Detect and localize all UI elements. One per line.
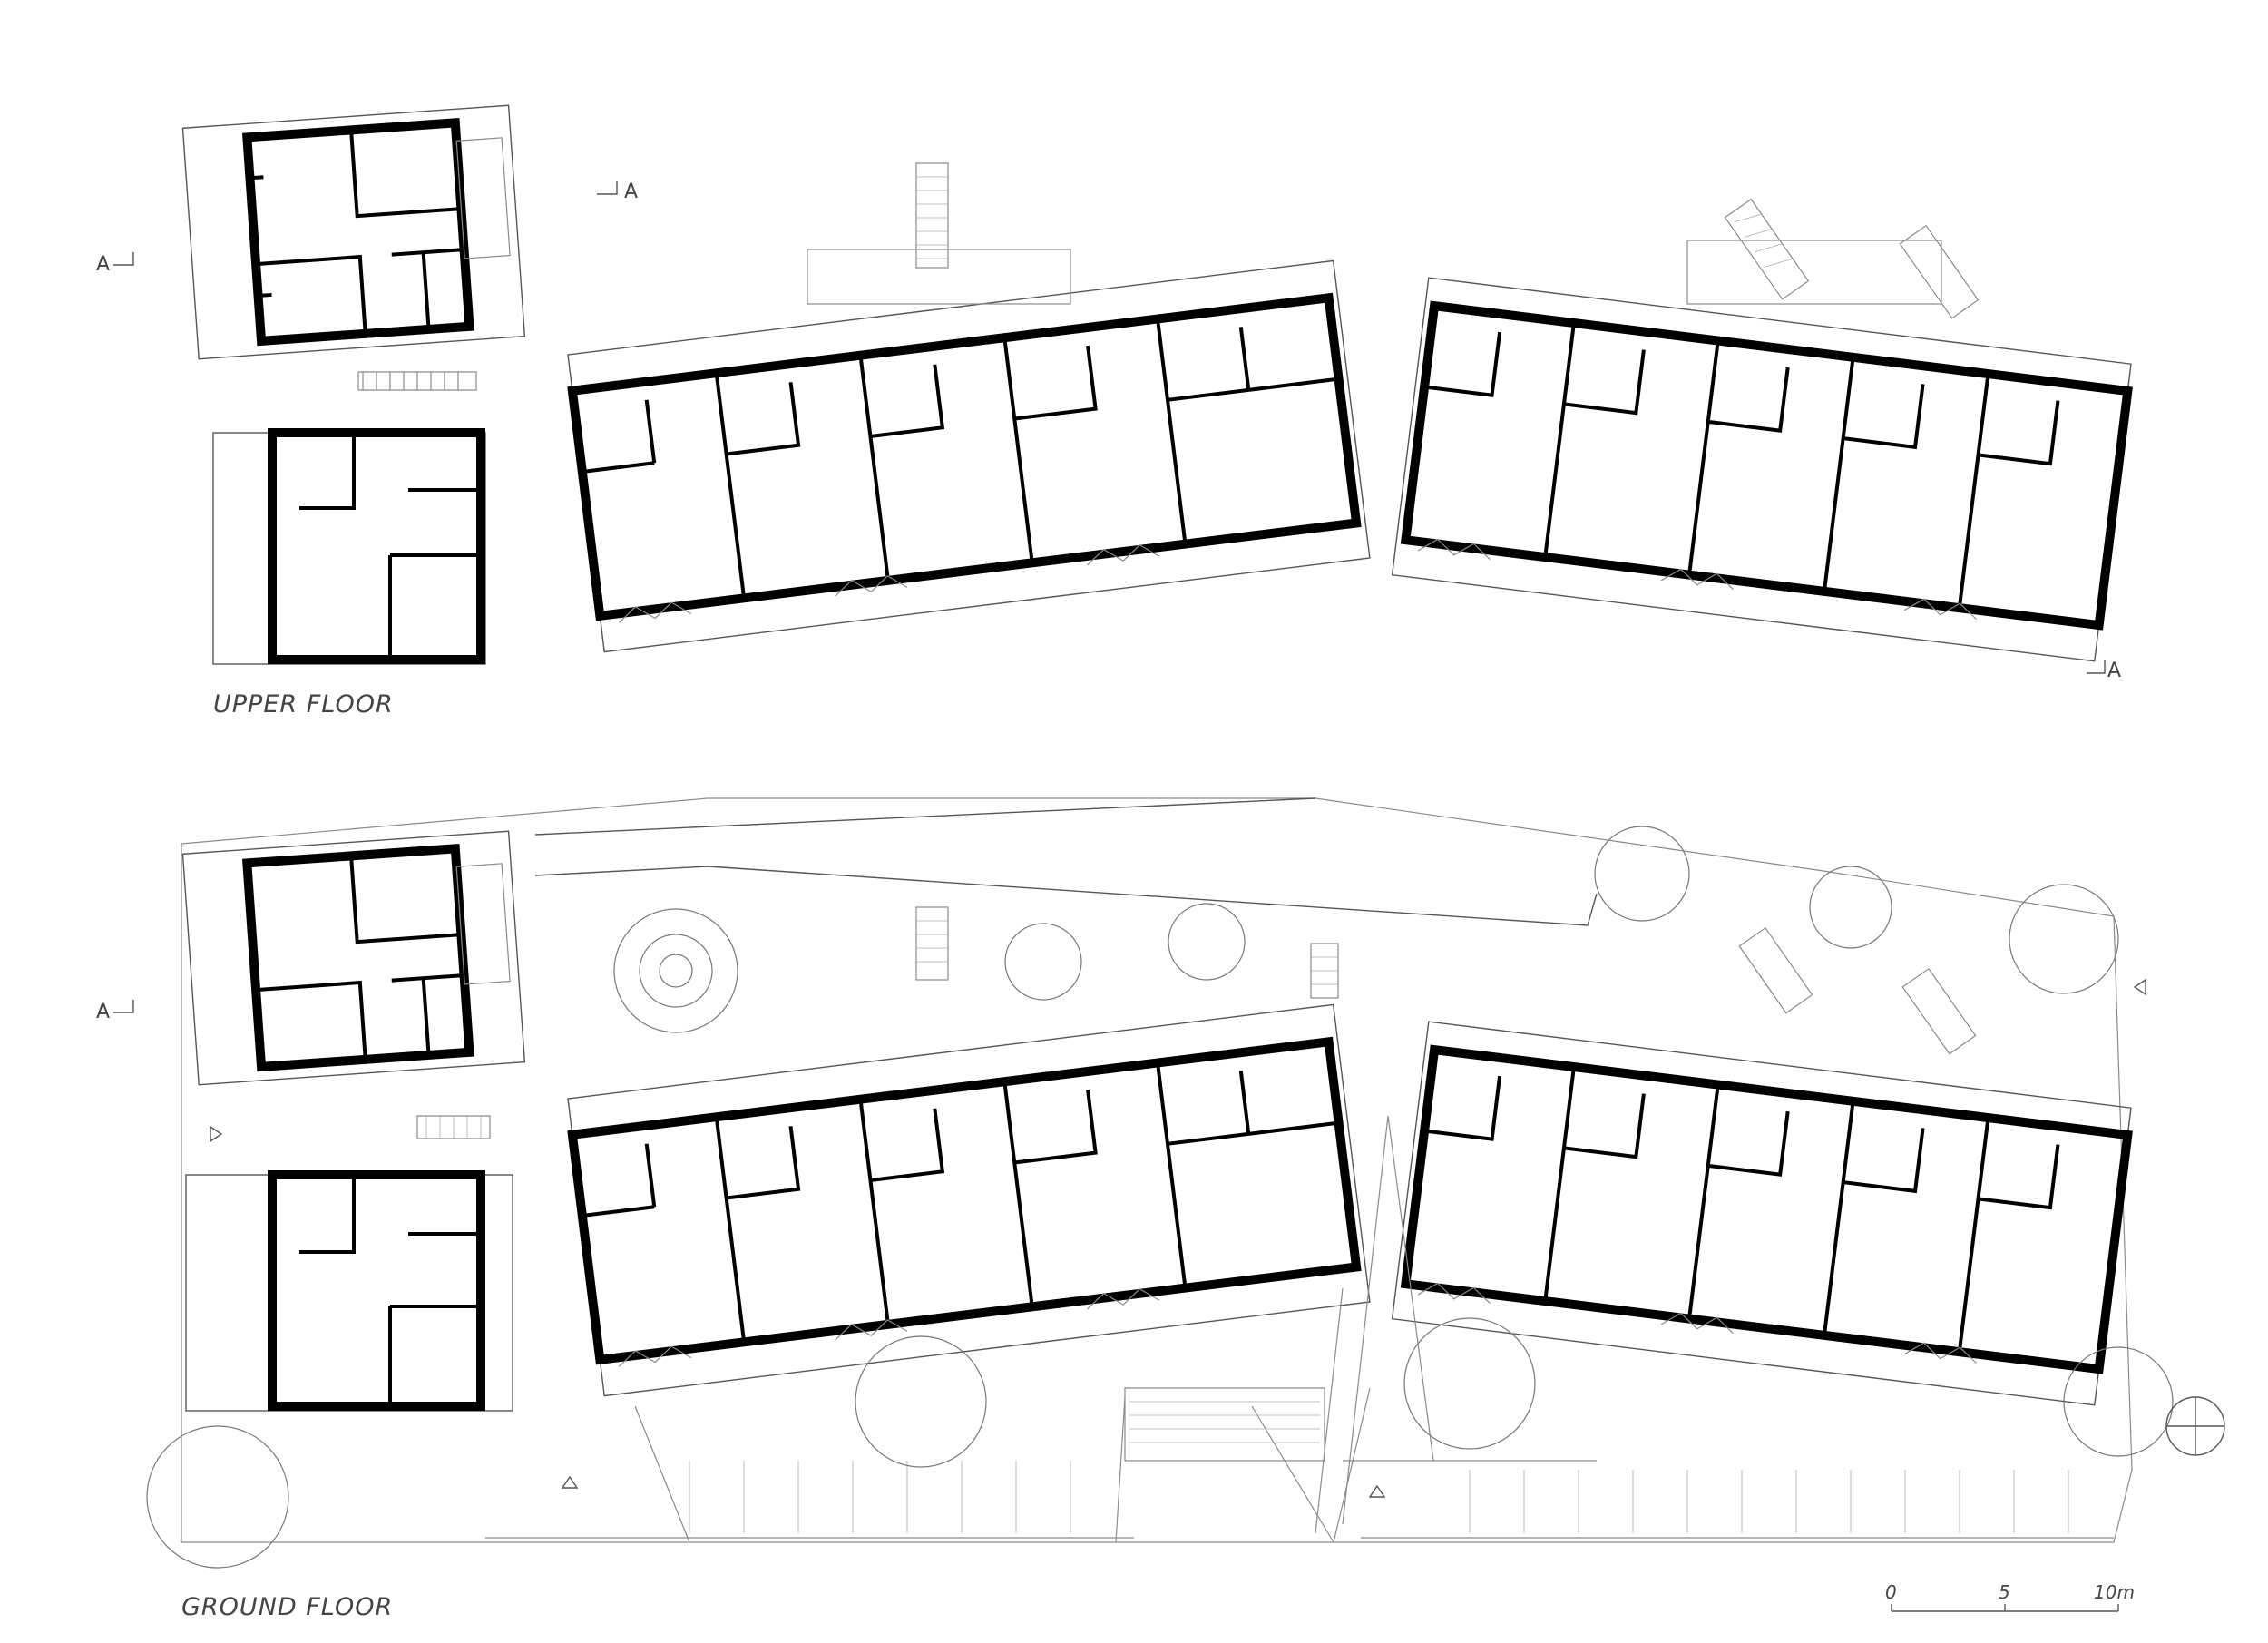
tree-icon [2063, 1346, 2174, 1457]
tree-icon [855, 1335, 987, 1468]
stair-icon [1738, 926, 1977, 1055]
tree-icon [613, 908, 738, 1033]
upper-floor-label: UPPER FLOOR [213, 690, 394, 719]
section-label-left: A [96, 253, 110, 276]
central-ramp [1342, 1115, 1434, 1525]
scale-bar: 0 5 10m [1885, 1581, 2135, 1612]
entrance-triangle-icon [210, 978, 2146, 1498]
scale-tick-10m: 10m [2094, 1581, 2135, 1603]
section-marker-icon: A [96, 252, 134, 276]
stair-icon [1310, 943, 1339, 999]
tree-icon [1004, 923, 1082, 1001]
tree-icon [2009, 884, 2119, 994]
upper-row-house-block-east [1391, 277, 2133, 662]
tree-icon [146, 1425, 289, 1569]
section-label-ground: A [96, 1001, 110, 1023]
parking-area [689, 1387, 2069, 1533]
ground-row-house-block-east [1391, 1021, 2133, 1406]
upper-small-building-north [181, 104, 526, 360]
tree-icon [1403, 1317, 1536, 1450]
ground-floor-label: GROUND FLOOR [181, 1593, 393, 1621]
section-label-top: A [624, 181, 638, 203]
scale-tick-0: 0 [1885, 1581, 1897, 1603]
upper-row-house-block-west [567, 259, 1371, 653]
ground-floor-plan: A GROUND FLOOR [96, 797, 2225, 1621]
tree-icon [1594, 826, 1690, 922]
upper-stair-east [1686, 198, 1980, 319]
scale-tick-5: 5 [1999, 1581, 2010, 1603]
ground-small-building-south [185, 1115, 513, 1412]
upper-stair-west [807, 162, 1071, 305]
ground-small-building-north [181, 830, 526, 1086]
upper-small-building-south [212, 371, 486, 665]
section-label-right: A [2107, 660, 2121, 682]
upper-floor-plan: UPPER FLOOR A A A [96, 104, 2133, 719]
section-marker-icon: A [2087, 660, 2121, 682]
north-arrow-icon [2165, 1396, 2225, 1456]
tree-icon [1809, 866, 1892, 949]
ground-row-house-block-west [567, 1003, 1371, 1397]
section-marker-icon: A [96, 1000, 134, 1023]
tree-icon [1168, 903, 1246, 981]
section-marker-icon: A [597, 181, 638, 203]
stair-icon [915, 906, 949, 981]
